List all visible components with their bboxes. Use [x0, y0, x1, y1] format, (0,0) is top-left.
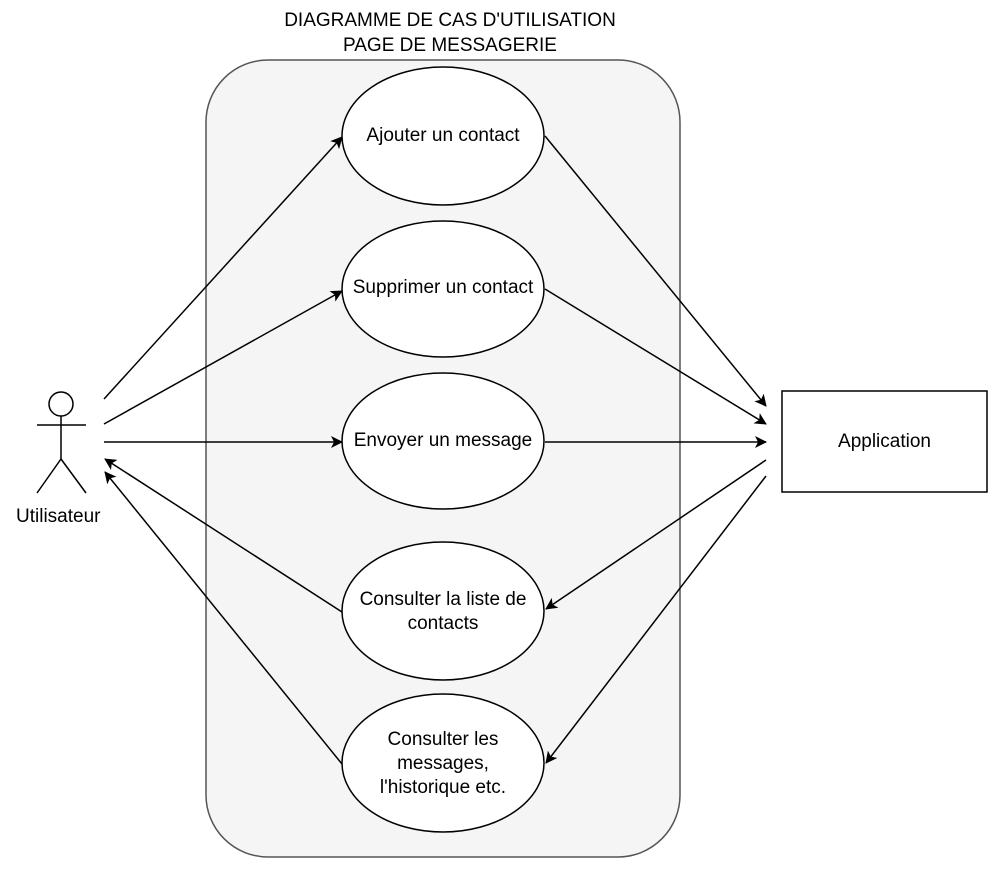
use-case-label-consulter-messages: Consulter les messages, l'historique etc…	[379, 729, 507, 798]
use-case-label-supprimer-contact: Supprimer un contact	[352, 277, 534, 298]
arrow-ajouter-to-application	[544, 135, 767, 407]
use-case-ajouter-contact[interactable]	[341, 66, 545, 206]
use-case-consulter-contacts[interactable]	[341, 541, 545, 681]
use-case-label-consulter-contacts: Consulter la liste de contacts	[359, 589, 527, 634]
application-label: Application	[838, 430, 931, 452]
arrow-consulter-contacts-to-user	[104, 458, 343, 613]
user-actor-icon	[36, 391, 87, 494]
arrow-user-to-supprimer	[103, 290, 343, 425]
diagram-title-line2: PAGE DE MESSAGERIE	[343, 35, 557, 56]
arrow-consulter-messages-to-user	[104, 471, 343, 765]
application-box[interactable]	[781, 390, 988, 493]
diagram-title-line1: DIAGRAMME DE CAS D'UTILISATION	[284, 10, 616, 31]
arrow-supprimer-to-application	[544, 288, 767, 425]
use-case-label-envoyer-message: Envoyer un message	[353, 430, 533, 451]
user-actor-label: Utilisateur	[16, 506, 101, 527]
use-case-label-ajouter-contact: Ajouter un contact	[366, 125, 520, 146]
arrow-user-to-ajouter	[103, 136, 343, 400]
arrow-application-to-consulter-messages	[545, 475, 767, 764]
use-case-supprimer-contact[interactable]	[341, 220, 545, 358]
arrow-application-to-consulter-contacts	[545, 459, 767, 610]
